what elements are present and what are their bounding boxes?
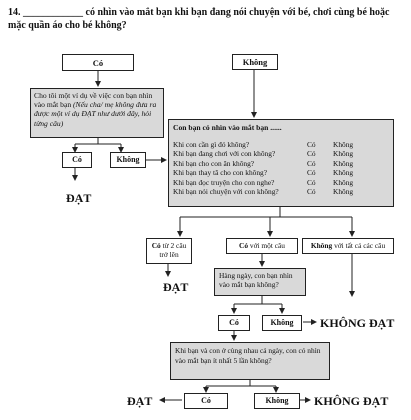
checklist-row: Khi bạn đang chơi với con không? Có Không — [173, 149, 355, 158]
checklist-row: Khi con cần gì đó không? Có Không — [173, 140, 355, 149]
daily-question-box: Hàng ngày, con bạn nhìn vào mắt bạn khôn… — [214, 268, 306, 296]
checklist-no: Không — [333, 149, 354, 159]
question-blank: ____________ — [23, 7, 83, 18]
checklist-question: Khi bạn đang chơi với con không? — [173, 149, 276, 159]
result-pass-bottom: ĐẠT — [127, 394, 153, 408]
checklist-no: Không — [333, 168, 354, 178]
checklist-question: Khi con cần gì đó không? — [173, 140, 250, 149]
question-text: 14. ____________ có nhìn vào mắt bạn khi… — [8, 6, 403, 32]
left-no-box: Không — [110, 152, 146, 168]
checklist-box: Con bạn có nhìn vào mắt bạn ...... Khi c… — [168, 119, 394, 207]
daily-no-box: Không — [262, 315, 302, 331]
checklist-yes: Có — [307, 158, 316, 168]
checklist-row: Khi bạn đọc truyện cho con nghe? Có Không — [173, 178, 355, 187]
daily-yes-box: Có — [218, 315, 250, 331]
question-number: 14. — [8, 7, 21, 18]
result-pass-left: ĐẠT — [66, 191, 92, 205]
checklist-no: Không — [333, 158, 354, 168]
checklist-title: Con bạn có nhìn vào mắt bạn ...... — [173, 123, 282, 132]
no-box-top: Không — [232, 54, 278, 70]
checklist-yes: Có — [307, 177, 316, 187]
checklist-yes: Có — [307, 187, 316, 197]
result-fail-bottom: KHÔNG ĐẠT — [314, 394, 389, 408]
question-body: có nhìn vào mắt bạn khi bạn đang nói chu… — [8, 7, 390, 31]
checklist-row: Khi bạn cho con ăn không? Có Không — [173, 159, 355, 168]
example-prompt-text: Cho tôi một ví dụ về việc con bạn nhìn v… — [34, 91, 153, 110]
outcome-yes-two-plus: Có từ 2 câu trở lên — [146, 238, 192, 264]
bottom-yes-box: Có — [184, 393, 228, 409]
example-prompt-instruction: (Nếu cha/ mẹ không đưa ra được một ví dụ… — [34, 100, 157, 128]
checklist-question: Khi bạn thay tã cho con không? — [173, 168, 267, 178]
checklist-question: Khi bạn đọc truyện cho con nghe? — [173, 177, 275, 187]
outcome-no-all: Không với tất cả các câu — [302, 238, 394, 254]
checklist-question: Khi bạn nói chuyện với con không? — [173, 187, 279, 197]
yes-box-top: Có — [62, 54, 134, 71]
checklist-question: Khi bạn cho con ăn không? — [173, 158, 255, 168]
outcome-yes-one: Có với một câu — [226, 238, 298, 254]
checklist-no: Không — [333, 177, 354, 187]
checklist-no: Không — [333, 187, 354, 197]
checklist-yes: Có — [307, 140, 316, 149]
checklist-no: Không — [333, 140, 354, 149]
checklist-row: Khi bạn thay tã cho con không? Có Không — [173, 168, 355, 177]
example-prompt-box: Cho tôi một ví dụ về việc con bạn nhìn v… — [30, 88, 164, 138]
checklist-row: Khi bạn nói chuyện với con không? Có Không — [173, 187, 355, 196]
bottom-question-box: Khi bạn và con ở cùng nhau cả ngày, con … — [170, 342, 330, 380]
result-fail-mid: KHÔNG ĐẠT — [320, 316, 395, 330]
checklist-yes: Có — [307, 168, 316, 178]
result-pass-mid: ĐẠT — [163, 280, 189, 294]
checklist-yes: Có — [307, 149, 316, 159]
bottom-no-box: Không — [254, 393, 300, 409]
left-yes-box: Có — [62, 152, 92, 168]
